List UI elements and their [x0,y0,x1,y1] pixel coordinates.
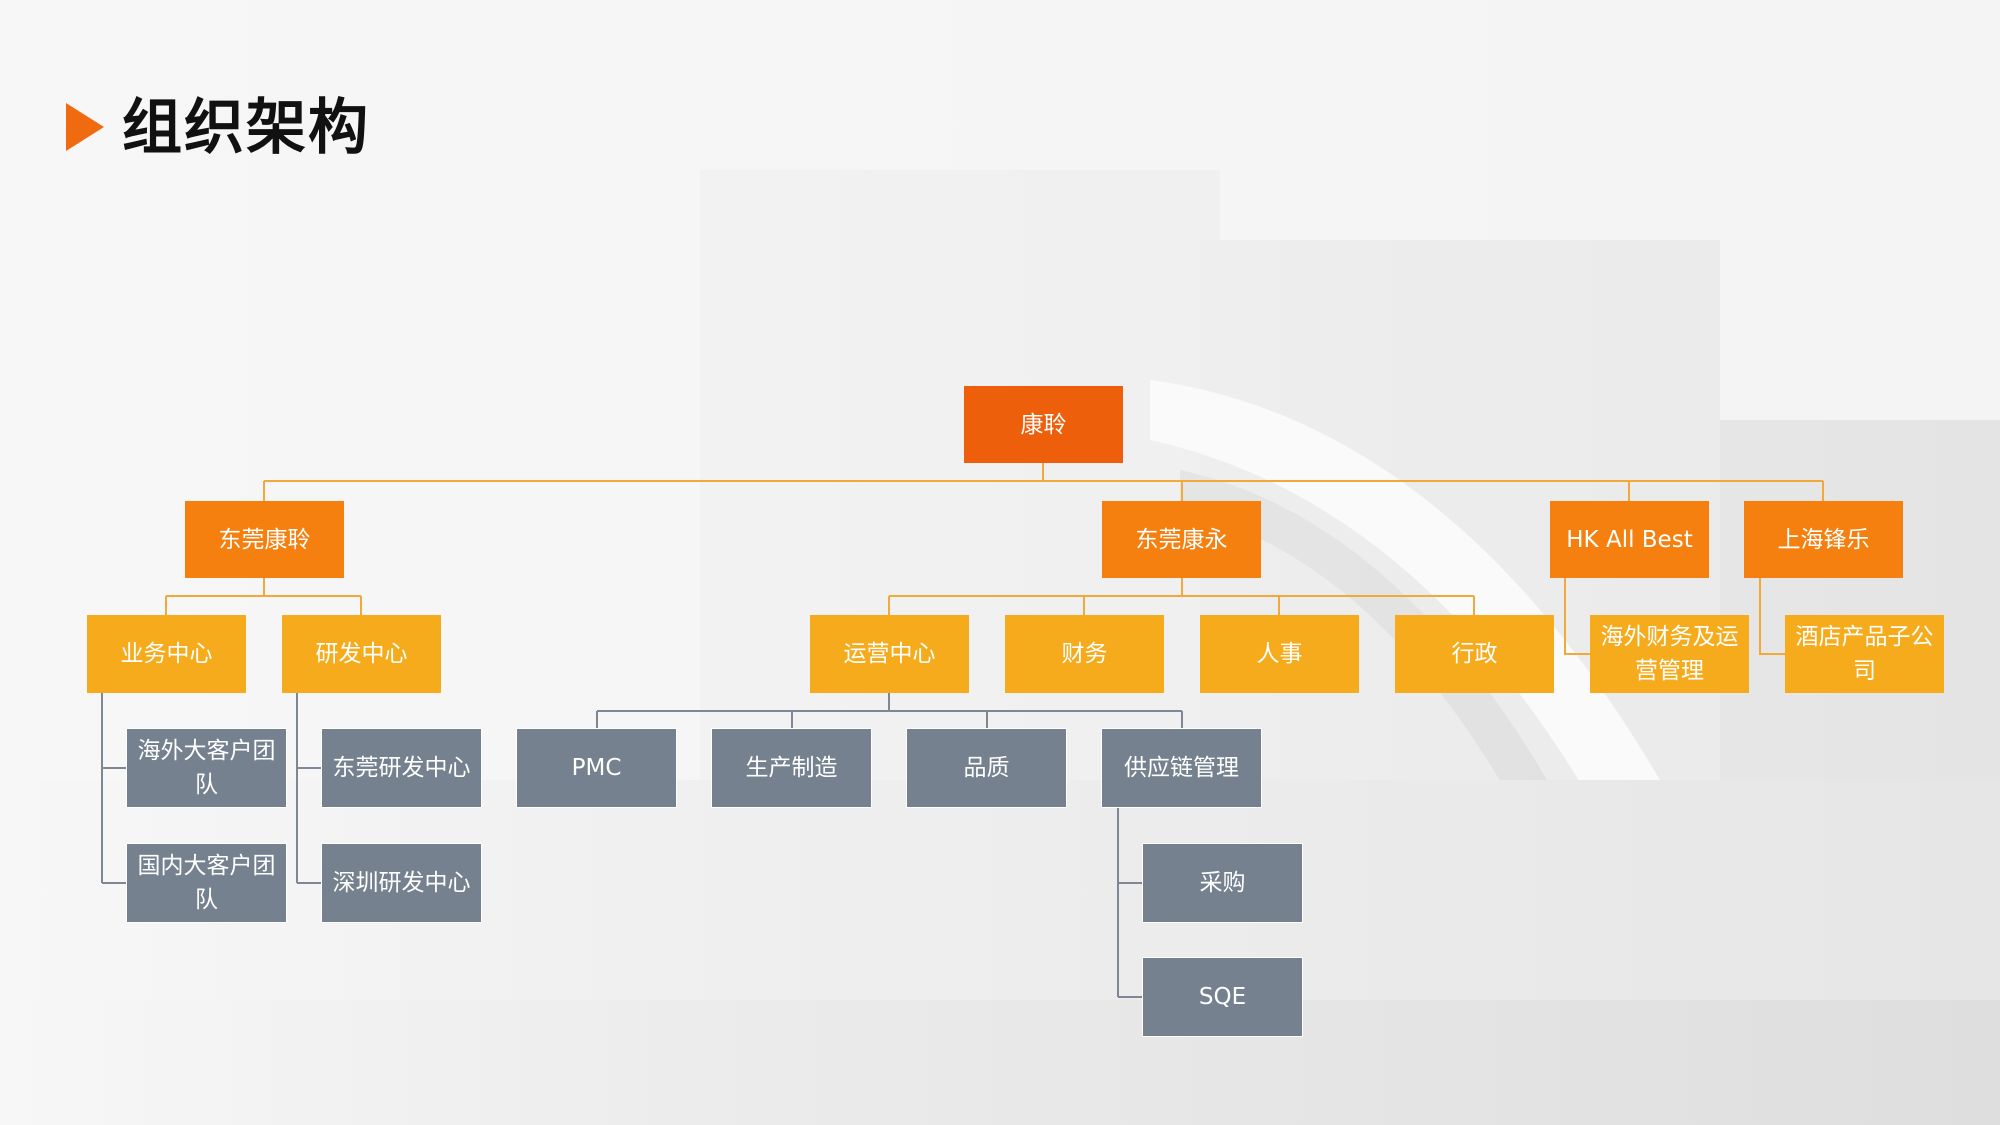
org-node-hk-all-best[interactable]: HK All Best [1550,501,1709,578]
org-node-rd-center[interactable]: 研发中心 [282,615,441,693]
org-node-hotel-product-subsidiary[interactable]: 酒店产品子公司 [1785,615,1944,693]
org-node-administration[interactable]: 行政 [1395,615,1554,693]
org-node-sqe[interactable]: SQE [1143,958,1302,1036]
page-title: 组织架构 [122,93,370,163]
org-node-procurement[interactable]: 采购 [1143,844,1302,922]
org-node-operations-center[interactable]: 运营中心 [810,615,969,693]
org-node-hr[interactable]: 人事 [1200,615,1359,693]
org-node-overseas-key-accounts[interactable]: 海外大客户团队 [127,729,286,807]
org-node-finance[interactable]: 财务 [1005,615,1164,693]
title-arrow-icon [66,103,104,151]
org-node-dongguan-kangyong[interactable]: 东莞康永 [1102,501,1261,578]
org-node-shanghai-fengle[interactable]: 上海锋乐 [1744,501,1903,578]
org-node-supply-chain[interactable]: 供应链管理 [1102,729,1261,807]
org-node-quality[interactable]: 品质 [907,729,1066,807]
org-node-root[interactable]: 康聆 [964,386,1123,463]
org-node-shenzhen-rd-center[interactable]: 深圳研发中心 [322,844,481,922]
org-node-dongguan-rd-center[interactable]: 东莞研发中心 [322,729,481,807]
org-node-business-center[interactable]: 业务中心 [87,615,246,693]
org-node-overseas-finance-ops[interactable]: 海外财务及运营管理 [1590,615,1749,693]
org-node-production[interactable]: 生产制造 [712,729,871,807]
org-node-dongguan-kangling[interactable]: 东莞康聆 [185,501,344,578]
org-node-domestic-key-accounts[interactable]: 国内大客户团队 [127,844,286,922]
org-node-pmc[interactable]: PMC [517,729,676,807]
